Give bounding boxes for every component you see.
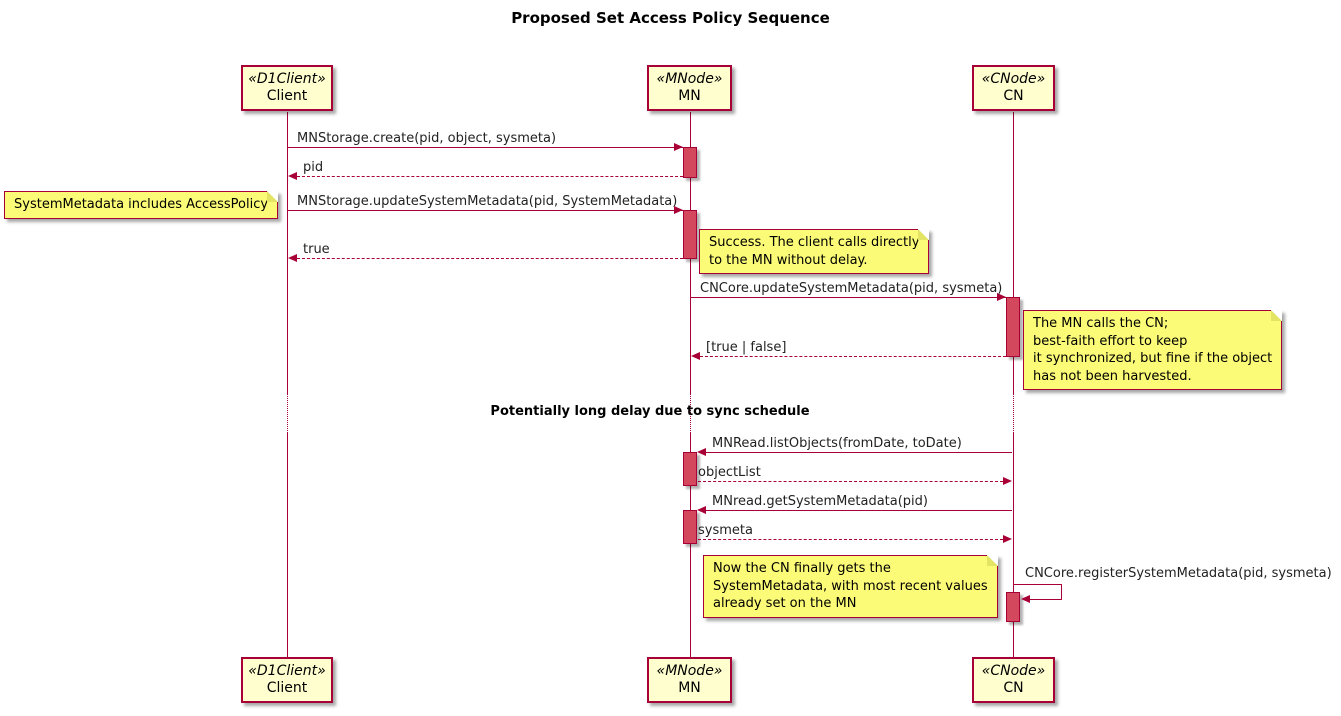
participant-box-client-bottom: «D1Client» Client xyxy=(241,657,333,703)
note-text: SystemMetadata includes AccessPolicy xyxy=(14,197,269,212)
participant-stereotype: «MNode» xyxy=(656,70,723,87)
participant-box-cn-top: «CNode» CN xyxy=(972,65,1055,111)
arrowhead-left-icon xyxy=(697,506,706,514)
message-label-update-cn: CNCore.updateSystemMetadata(pid, sysmeta… xyxy=(700,281,1003,296)
lifeline-mn-delay xyxy=(690,393,691,433)
arrowhead-left-icon xyxy=(1021,595,1030,603)
participant-stereotype: «CNode» xyxy=(981,662,1046,679)
delay-label: Potentially long delay due to sync sched… xyxy=(490,404,810,419)
participant-name: CN xyxy=(1003,680,1024,696)
note-success: Success. The client calls directly to th… xyxy=(699,229,930,275)
arrowhead-right-icon xyxy=(674,143,683,151)
message-label-object-list: objectList xyxy=(698,465,761,480)
participant-box-client-top: «D1Client» Client xyxy=(241,65,333,111)
activation-cn-register xyxy=(1006,592,1020,622)
participant-stereotype: «CNode» xyxy=(981,70,1046,87)
note-fold-icon xyxy=(1271,310,1283,321)
note-access-policy: SystemMetadata includes AccessPolicy xyxy=(4,191,279,219)
message-label-list-objects: MNRead.listObjects(fromDate, toDate) xyxy=(712,436,962,451)
activation-cn-update xyxy=(1006,297,1020,357)
participant-stereotype: «D1Client» xyxy=(248,70,326,87)
note-text: Now the CN finally gets the SystemMetada… xyxy=(713,561,988,612)
message-label-pid-return: pid xyxy=(303,160,324,175)
lifeline-cn-delay xyxy=(1013,393,1014,433)
self-arrow-bottom xyxy=(1030,599,1062,600)
arrow-get-sysmeta xyxy=(706,510,1012,511)
participant-stereotype: «D1Client» xyxy=(248,662,326,679)
participant-name: MN xyxy=(678,88,701,104)
message-label-true-return: true xyxy=(303,242,330,257)
message-label-update-mn: MNStorage.updateSystemMetadata(pid, Syst… xyxy=(297,194,678,209)
participant-name: MN xyxy=(678,680,701,696)
participant-name: Client xyxy=(266,88,308,104)
activation-mn-listobjects xyxy=(683,452,697,486)
arrowhead-right-icon xyxy=(1003,477,1012,485)
arrowhead-right-icon xyxy=(997,293,1006,301)
activation-mn-getsysmeta xyxy=(683,510,697,544)
arrowhead-left-icon xyxy=(697,448,706,456)
message-label-register-sysmeta: CNCore.registerSystemMetadata(pid, sysme… xyxy=(1025,566,1332,581)
message-label-true-false: [true | false] xyxy=(706,340,787,355)
lifeline-client-lower xyxy=(287,433,288,657)
participant-box-cn-bottom: «CNode» CN xyxy=(972,657,1055,703)
diagram-title: Proposed Set Access Policy Sequence xyxy=(511,9,830,27)
note-fold-icon xyxy=(986,555,998,566)
participant-box-mn-top: «MNode» MN xyxy=(647,65,732,111)
lifeline-cn xyxy=(1013,112,1014,393)
message-label-sysmeta-return: sysmeta xyxy=(698,523,753,538)
arrow-update-cn xyxy=(691,297,1006,298)
arrowhead-left-icon xyxy=(288,254,297,262)
arrow-pid-return xyxy=(297,176,683,177)
activation-mn-create xyxy=(683,147,697,178)
lifeline-cn-lower xyxy=(1013,433,1014,657)
arrow-object-list xyxy=(698,481,1003,482)
arrow-true-return xyxy=(297,258,683,259)
lifeline-mn-lower xyxy=(690,433,691,657)
participant-stereotype: «MNode» xyxy=(656,662,723,679)
lifeline-client-delay xyxy=(287,393,288,433)
activation-mn-update xyxy=(683,210,697,259)
arrowhead-right-icon xyxy=(674,206,683,214)
message-label-create: MNStorage.create(pid, object, sysmeta) xyxy=(297,131,557,146)
arrow-create xyxy=(288,147,683,148)
note-text: The MN calls the CN; best-faith effort t… xyxy=(1033,316,1273,384)
arrow-true-false xyxy=(700,356,1006,357)
note-fold-icon xyxy=(267,191,279,202)
message-label-get-sysmeta: MNread.getSystemMetadata(pid) xyxy=(712,494,928,509)
note-fold-icon xyxy=(918,229,930,240)
participant-name: CN xyxy=(1003,88,1024,104)
arrowhead-left-icon xyxy=(691,352,700,360)
participant-name: Client xyxy=(266,680,308,696)
note-text: Success. The client calls directly to th… xyxy=(709,235,920,268)
lifeline-client xyxy=(287,112,288,393)
arrowhead-right-icon xyxy=(1003,535,1012,543)
note-mn-calls-cn: The MN calls the CN; best-faith effort t… xyxy=(1023,310,1283,391)
note-cn-finally: Now the CN finally gets the SystemMetada… xyxy=(703,555,998,618)
self-arrow-top xyxy=(1014,584,1062,585)
arrow-sysmeta-return xyxy=(698,539,1003,540)
arrowhead-left-icon xyxy=(288,172,297,180)
participant-box-mn-bottom: «MNode» MN xyxy=(647,657,732,703)
self-arrow-side xyxy=(1061,584,1062,600)
arrow-update-mn xyxy=(288,210,683,211)
arrow-list-objects xyxy=(706,452,1012,453)
